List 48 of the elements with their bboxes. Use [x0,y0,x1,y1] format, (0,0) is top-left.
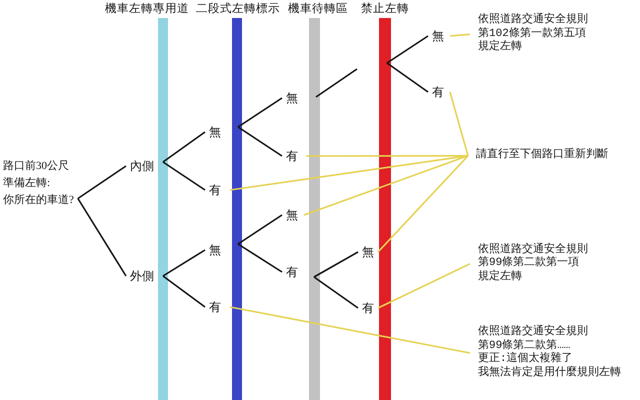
branch-label: 有 [358,301,378,315]
connector-line [449,92,469,156]
connector-line [386,35,428,64]
question-text: 你所在的車道? [3,193,74,208]
connector-line [77,165,126,200]
column-heading: 機車待轉區 [288,2,348,16]
branch-label: 有 [428,85,450,99]
connector-line [238,214,282,245]
connector-line [238,126,282,157]
connector-line [314,251,358,278]
connector-line [450,34,470,37]
branch-label: 有 [205,183,230,197]
branch-label: 有 [282,265,314,279]
branch-label: 無 [282,208,304,222]
branch-label: 外側 [126,269,163,283]
branch-label: 無 [358,245,378,259]
connector-line [77,198,127,276]
result-text: 依照道路交通安全規則第102條第一款第五項規定左轉 [470,14,589,54]
connector-line [238,97,282,128]
column-heading: 機車左轉專用道 [105,2,189,16]
result-text: 我無法肯定是用什麼規則左轉 [478,366,621,380]
connector-line [162,249,206,277]
result-text: 請直行至下個路口重新判斷 [468,149,608,162]
result-text: 依照道路交通安全規則第99條第二款第…… [478,326,589,352]
branch-label: 有 [205,300,230,314]
connector-line [238,243,282,273]
result-text: 依照道路交通安全規則第99條第二款第一項規定左轉 [470,244,589,284]
connector-line [162,275,206,308]
question-text: 準備左轉: [3,176,50,191]
connector-line [377,155,469,253]
branch-label: 有 [282,149,306,163]
branch-label: 無 [205,125,238,139]
branch-label: 內側 [126,159,163,173]
question-text: 路口前30公尺 [3,159,69,174]
connector-line [306,155,468,157]
branch-label: 無 [428,29,450,43]
connector-line [378,263,470,309]
result-text: 更正:這個太複雜了 [478,353,573,366]
connector-line [304,155,468,216]
connector-line [386,62,428,93]
branch-label: 無 [205,243,238,257]
connector-line [316,68,358,98]
branch-label: 無 [282,91,316,105]
connector-line [162,161,206,191]
connector-line [314,276,358,309]
connector-line [162,131,206,163]
column-heading: 禁止左轉 [361,2,409,16]
column-heading: 二段式左轉標示 [196,2,280,16]
